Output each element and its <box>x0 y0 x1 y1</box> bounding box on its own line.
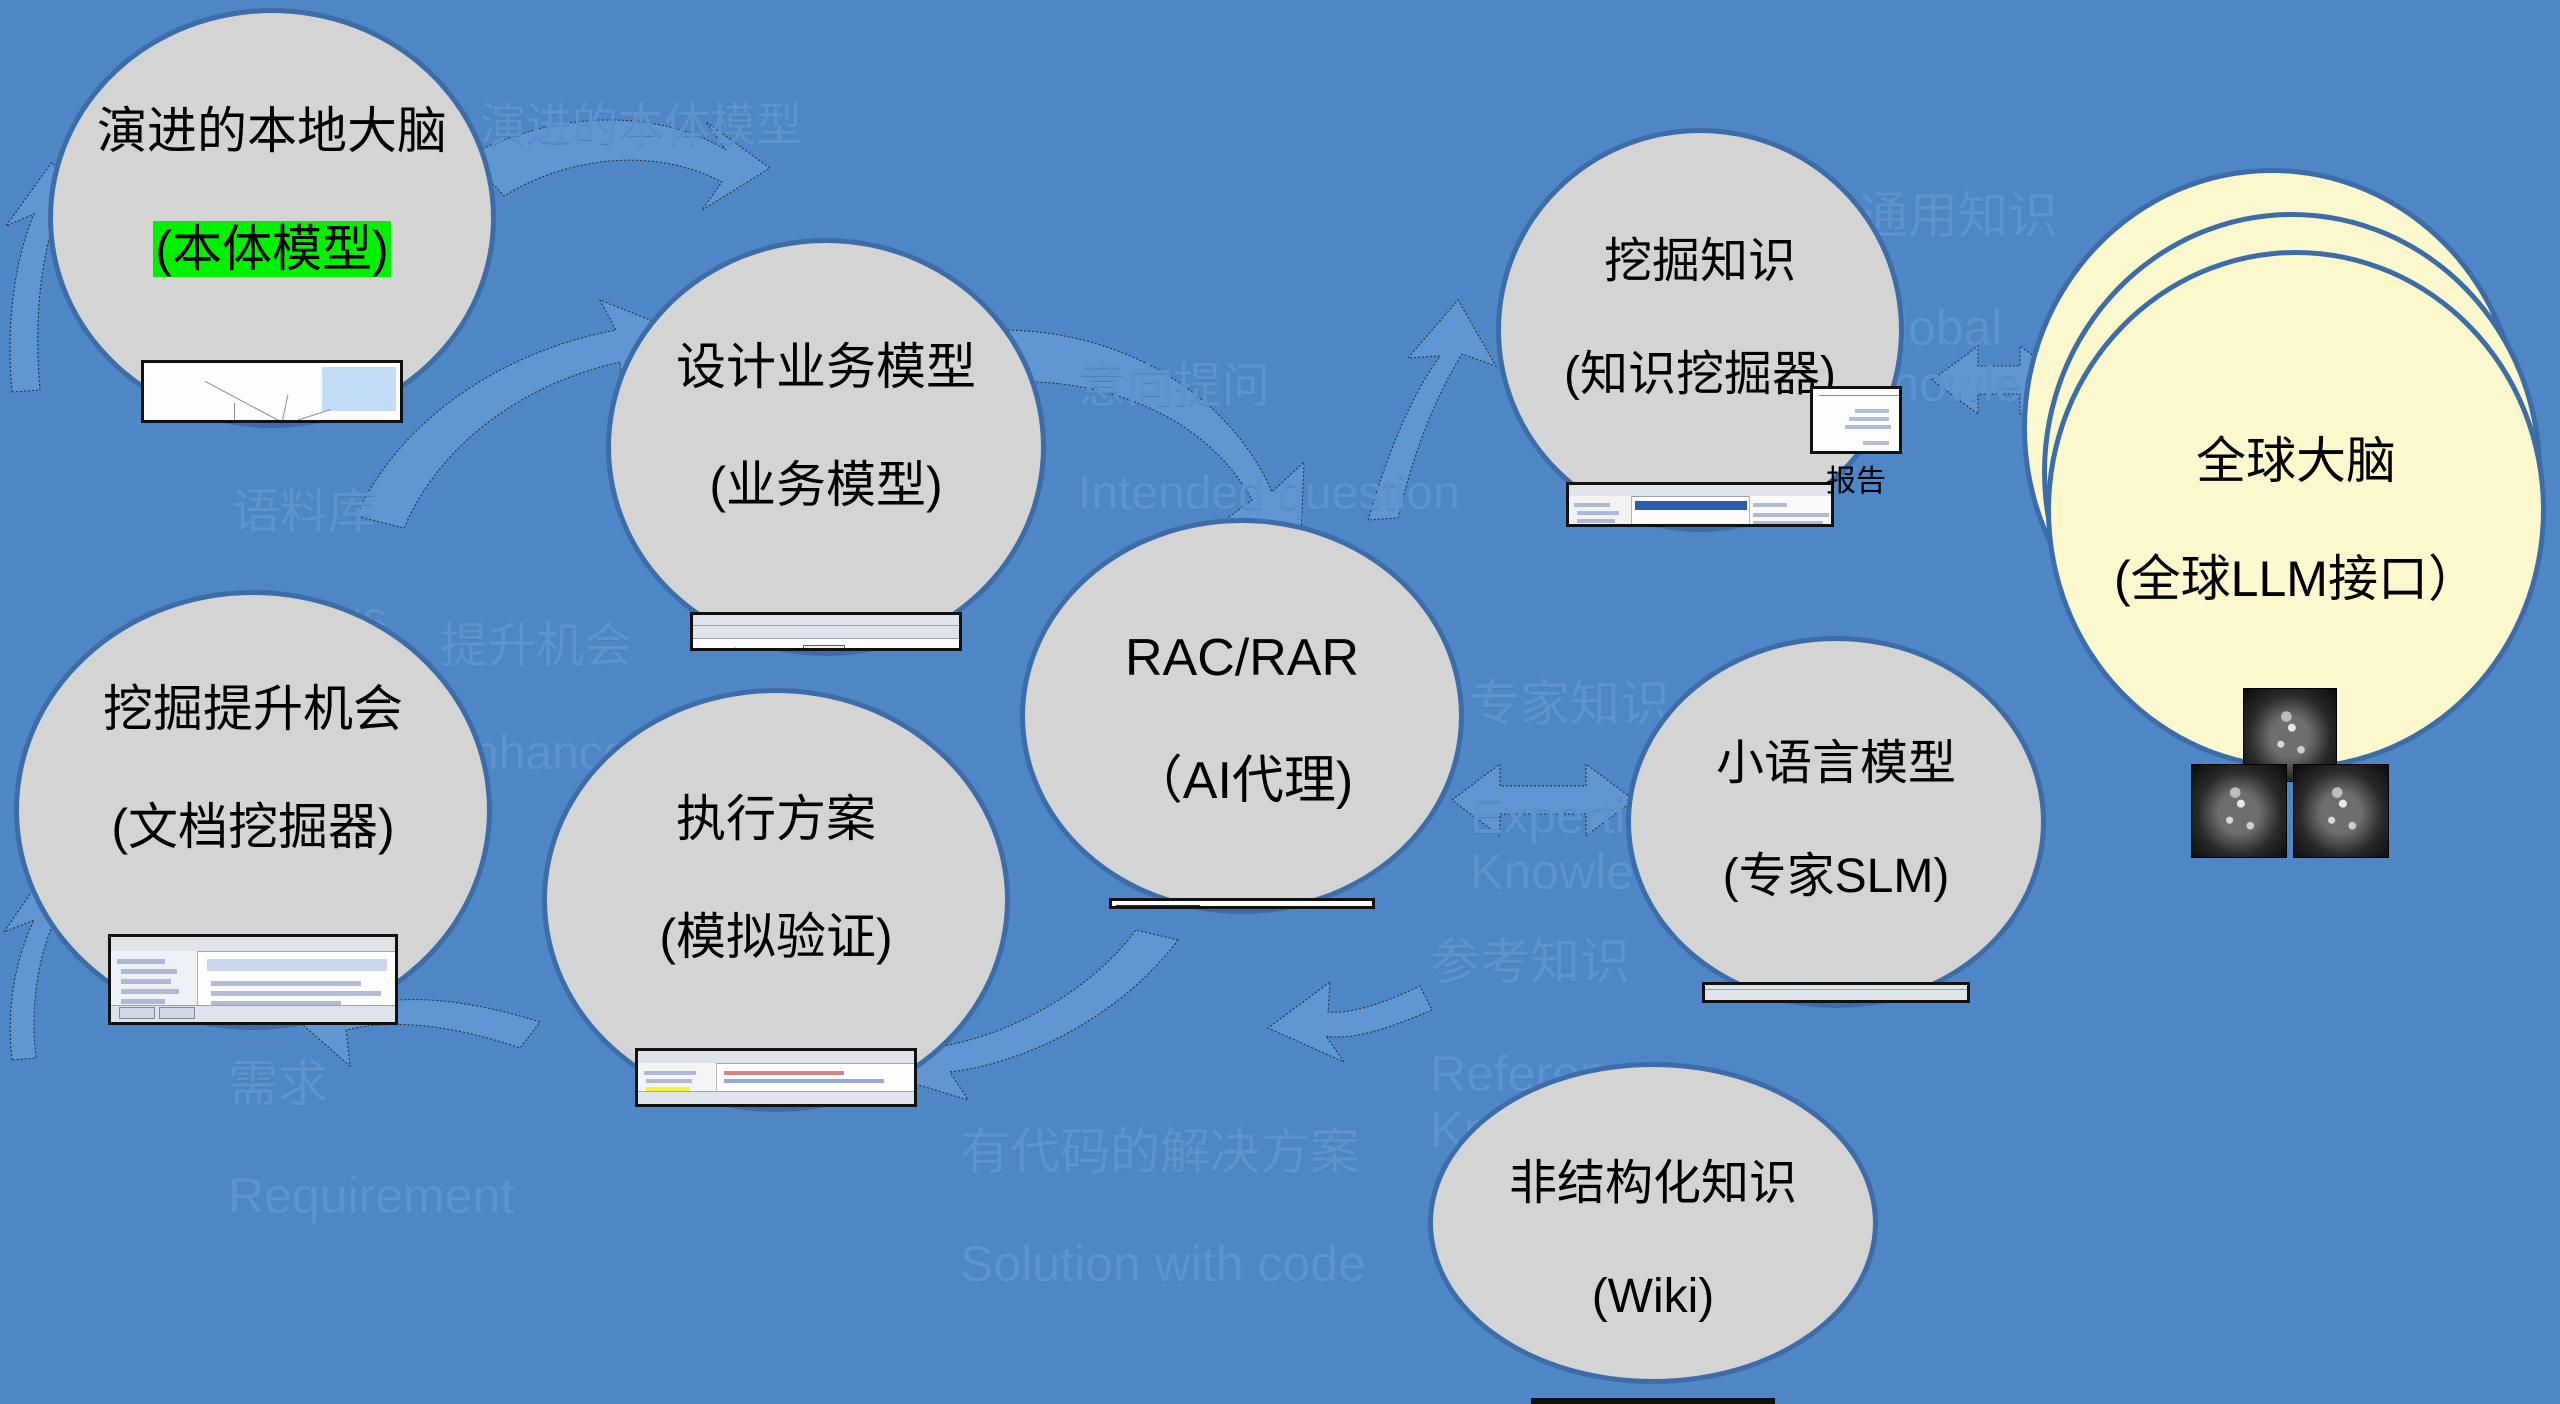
brain-scan-left <box>2191 764 2287 858</box>
node-wiki[interactable]: 非结构化知识 (Wiki) <box>1428 1062 1878 1404</box>
arrow-rac-to-execution <box>875 929 1179 1101</box>
node-local-brain-highlight: (本体模型) <box>153 221 391 277</box>
thumb-report <box>1810 386 1902 454</box>
node-local-brain-title: 演进的本地大脑 (本体模型) <box>97 103 447 277</box>
arrow-docminer-to-businessmodel <box>355 299 691 529</box>
node-doc-miner[interactable]: 挖掘提升机会 (文档挖掘器) <box>14 590 492 1030</box>
thumb-wiki-page <box>1531 1398 1775 1404</box>
report-group: 报告 <box>1810 386 1902 500</box>
thumb-slm-window <box>1702 982 1970 1003</box>
node-knowledge-miner-title: 挖掘知识 (知识挖掘器) <box>1564 234 1836 401</box>
brain-scan-right <box>2293 764 2389 858</box>
node-wiki-title: 非结构化知识 (Wiki) <box>1508 1156 1797 1323</box>
node-global-brain-title: 全球大脑 (全球LLM接口） <box>2114 433 2478 607</box>
thumb-ontology-graph <box>141 360 403 423</box>
arrow-localbrain-to-businessmodel <box>467 119 771 211</box>
thumb-tree-model <box>690 612 962 651</box>
node-local-brain[interactable]: 演进的本地大脑 (本体模型) <box>48 8 496 428</box>
arrow-rac-to-slm <box>1451 763 1635 837</box>
node-business-model[interactable]: 设计业务模型 (业务模型) <box>606 238 1046 656</box>
thumb-code-chart <box>635 1048 917 1107</box>
node-execution-plan-title: 执行方案 (模拟验证) <box>659 791 893 965</box>
thumb-doc-outline <box>108 934 398 1025</box>
node-rac-rar[interactable]: RAC/RAR （AI代理) <box>1020 518 1464 914</box>
thumb-knowledge-ide <box>1566 482 1834 527</box>
node-doc-miner-title: 挖掘提升机会 (文档挖掘器) <box>103 681 403 855</box>
node-slm[interactable]: 小语言模型 (专家SLM) <box>1626 636 2046 1008</box>
node-slm-title: 小语言模型 (专家SLM) <box>1715 736 1956 903</box>
node-global-brain[interactable]: 全球大脑 (全球LLM接口） <box>2046 250 2546 858</box>
arrow-wiki-to-rac <box>1267 980 1433 1064</box>
node-rac-rar-title: RAC/RAR （AI代理) <box>1124 629 1360 811</box>
thumb-agent-windows <box>1109 897 1375 909</box>
report-caption: 报告 <box>1826 465 1886 498</box>
node-business-model-title: 设计业务模型 (业务模型) <box>676 339 976 513</box>
global-brain-scans <box>2151 688 2441 858</box>
arrow-rac-to-knowledgeminer <box>1367 299 1498 521</box>
node-knowledge-miner[interactable]: 挖掘知识 (知识挖掘器) <box>1496 128 1904 532</box>
node-execution-plan[interactable]: 执行方案 (模拟验证) <box>542 688 1010 1112</box>
